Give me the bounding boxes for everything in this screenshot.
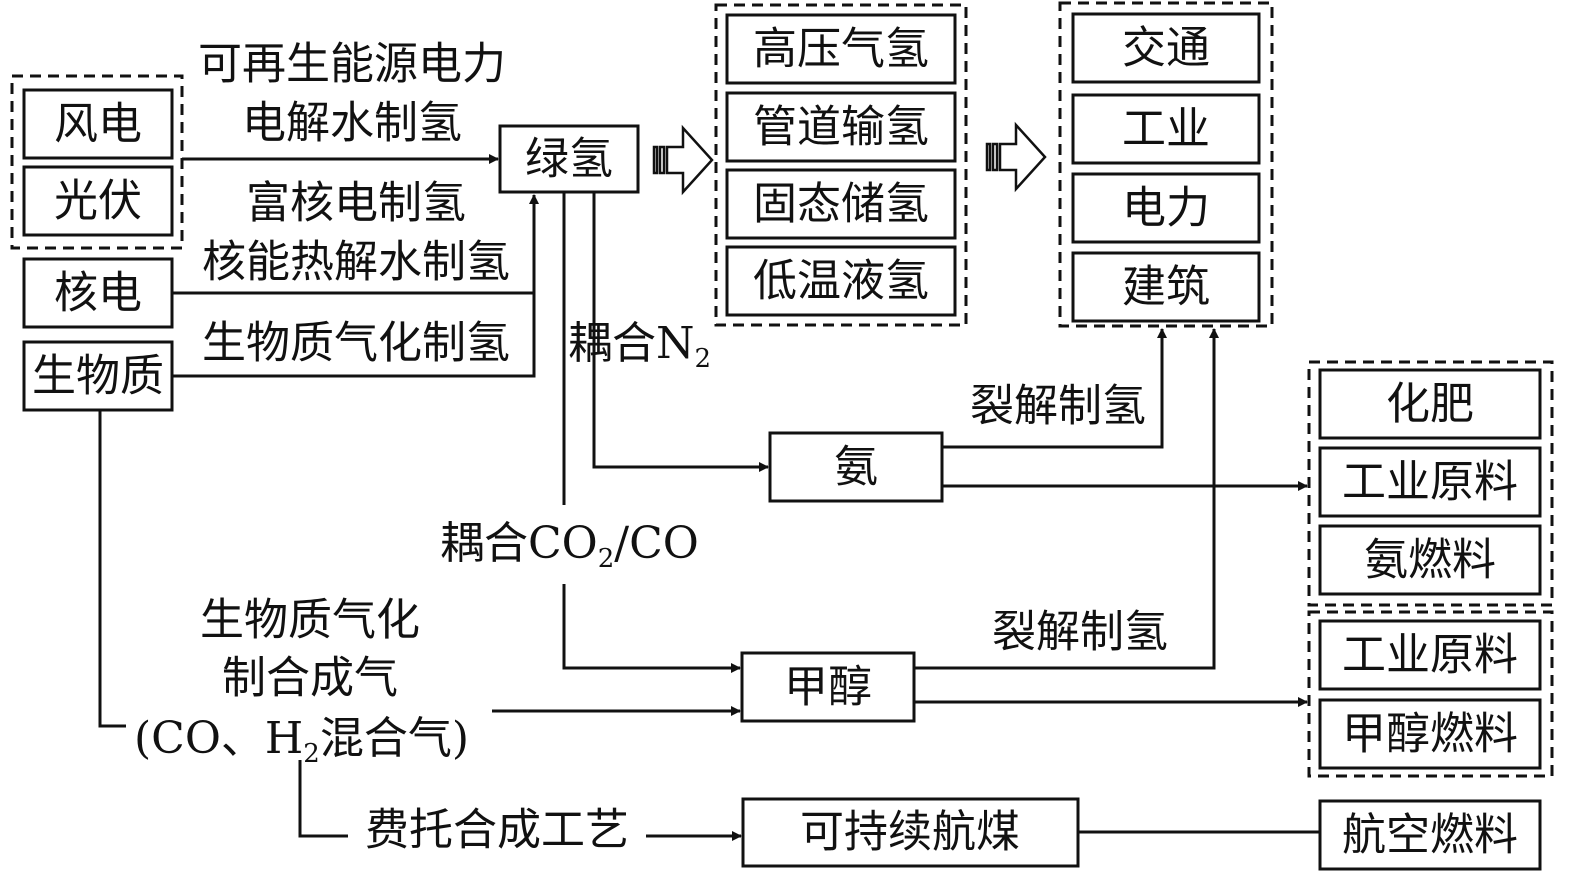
application-label: 交通	[1122, 23, 1210, 74]
storage-item	[725, 245, 957, 317]
storage-item	[725, 168, 957, 240]
saf-box	[741, 797, 1080, 868]
ammonia-use-label: 工业原料	[1342, 457, 1518, 508]
nuclear-power-label: 核电	[54, 268, 142, 319]
application-item	[1071, 172, 1261, 244]
storage-label: 高压气氢	[753, 24, 929, 75]
wind-power-box	[22, 88, 174, 160]
biomass-gasify-h2-label: 生物质气化制氢	[202, 318, 510, 369]
storage-label: 管道输氢	[753, 102, 929, 153]
renewable-power-label: 可再生能源电力	[198, 39, 506, 90]
ammonia-use-label: 氨燃料	[1364, 535, 1496, 586]
applications-group	[1058, 1, 1274, 328]
methanol-cracking-label: 裂解制氢	[992, 607, 1168, 658]
saf-label: 可持续航煤	[800, 807, 1020, 858]
syngas-label-line2: 制合成气	[222, 653, 398, 704]
storage-label: 固态储氢	[753, 179, 929, 230]
renewable-source-group	[10, 74, 184, 250]
fischer-tropsch-label: 费托合成工艺	[365, 805, 629, 856]
storage-label: 低温液氢	[753, 256, 929, 307]
syngas-label-line1: 生物质气化	[200, 595, 420, 646]
ammonia-use-item	[1318, 368, 1542, 440]
storage-item	[725, 91, 957, 163]
ammonia-use-item	[1318, 446, 1542, 518]
application-item	[1071, 93, 1261, 165]
storage-group	[714, 3, 968, 327]
storage-item	[725, 13, 957, 85]
biomass-label: 生物质	[32, 351, 164, 402]
application-item	[1071, 251, 1261, 323]
biomass-nuclear-to-green-h2-arrow	[172, 194, 539, 378]
wind-power-label: 风电	[54, 99, 142, 150]
ammonia-label: 氨	[834, 442, 878, 493]
nuclear-power-box	[22, 257, 174, 329]
methanol-use-label: 甲醇燃料	[1342, 709, 1518, 760]
methanol-uses-group	[1307, 610, 1554, 778]
methanol-box	[740, 651, 916, 723]
aviation-fuel-box	[1318, 799, 1542, 871]
green-h2-to-ammonia-arrow	[592, 192, 769, 472]
ammonia-box	[768, 431, 944, 503]
ammonia-use-label: 化肥	[1386, 379, 1474, 430]
solar-pv-label: 光伏	[54, 176, 142, 227]
storage-to-applications-hollow-arrow	[985, 121, 1047, 193]
application-label: 建筑	[1122, 262, 1210, 313]
green-h2-to-storage-hollow-arrow	[652, 124, 714, 196]
couple-n2-label: 耦合N2	[568, 318, 711, 375]
biomass-box	[22, 340, 174, 412]
couple-co2-label: 耦合CO2/CO	[440, 518, 699, 575]
application-label: 工业	[1122, 104, 1210, 155]
methanol-use-item	[1318, 619, 1542, 691]
methanol-use-label: 工业原料	[1342, 630, 1518, 681]
co2-coupling-to-methanol-arrow	[562, 584, 741, 673]
ammonia-cracking-arrow	[942, 328, 1167, 449]
electrolysis-label: 电解水制氢	[242, 98, 462, 149]
aviation-fuel-label: 航空燃料	[1342, 810, 1518, 861]
syngas-label-line3: (CO、H2混合气)	[134, 713, 469, 770]
syngas-to-ft-connector	[298, 760, 348, 838]
ammonia-uses-group	[1307, 360, 1554, 607]
methanol-cracking-arrow	[914, 328, 1219, 670]
methanol-label: 甲醇	[784, 662, 872, 713]
nuclear-thermal-h2-label: 核能热解水制氢	[202, 237, 510, 288]
nuclear-rich-h2-label: 富核电制氢	[246, 178, 466, 229]
ammonia-use-item	[1318, 524, 1542, 596]
ammonia-cracking-label: 裂解制氢	[970, 381, 1146, 432]
green-hydrogen-label: 绿氢	[525, 134, 613, 185]
green-hydrogen-box	[498, 124, 640, 194]
solar-pv-box	[22, 165, 174, 237]
biomass-to-syngas-connector	[98, 410, 126, 728]
methanol-use-item	[1318, 698, 1542, 770]
application-item	[1071, 12, 1261, 84]
application-label: 电力	[1122, 183, 1210, 234]
